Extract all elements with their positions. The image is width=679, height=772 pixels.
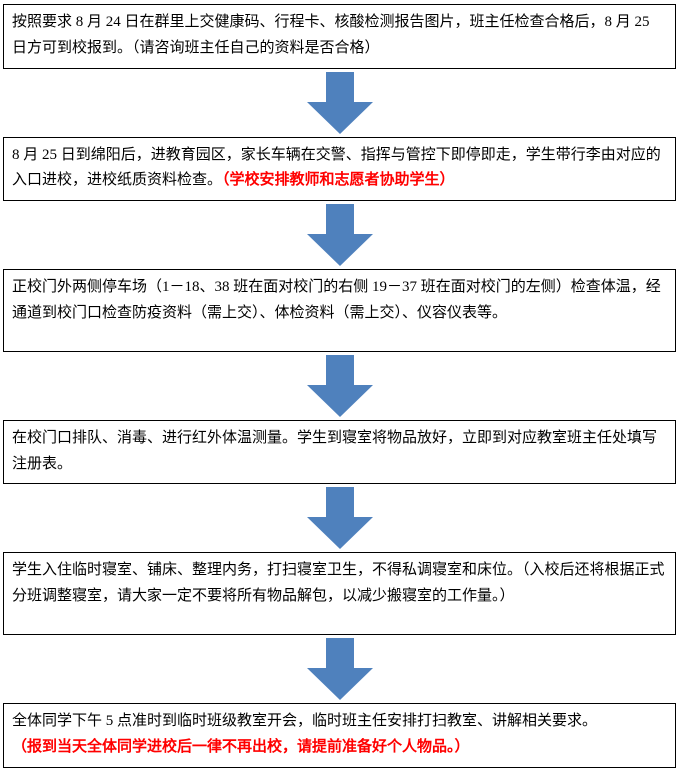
step-text: 全体同学下午 5 点准时到临时班级教室开会，临时班主任安排打扫教室、讲解相关要求… xyxy=(12,712,598,729)
flow-step-6: 全体同学下午 5 点准时到临时班级教室开会，临时班主任安排打扫教室、讲解相关要求… xyxy=(3,702,676,768)
down-arrow xyxy=(306,204,373,267)
flow-step-4: 在校门口排队、消毒、进行红外体温测量。学生到寝室将物品放好，立即到对应教室班主任… xyxy=(3,419,676,485)
step-text: 正校门外两侧停车场（1－18、38 班在面对校门的右侧 19－37 班在面对校门… xyxy=(12,279,661,321)
step-text: 8 月 25 日到绵阳后，进教育园区，家长车辆在交警、指挥与管控下即停即走，学生… xyxy=(12,146,661,189)
down-arrow xyxy=(306,487,373,550)
flow-step-1: 按照要求 8 月 24 日在群里上交健康码、行程卡、核酸检测报告图片，班主任检查… xyxy=(3,4,676,69)
down-arrow-shape xyxy=(306,637,373,700)
down-arrow-shape xyxy=(306,71,373,134)
down-arrow-shape xyxy=(306,487,373,550)
step-text: 在校门口排队、消毒、进行红外体温测量。学生到寝室将物品放好，立即到对应教室班主任… xyxy=(12,429,658,472)
down-arrow-shape xyxy=(306,354,373,417)
down-arrow xyxy=(306,354,373,417)
step-emphasis-text: （报到当天全体同学进校后一律不再出校，请提前准备好个人物品。） xyxy=(12,738,470,755)
down-arrow-shape xyxy=(306,204,373,267)
step-emphasis-text: （学校安排教师和志愿者协助学生） xyxy=(222,172,455,189)
flow-step-2: 8 月 25 日到绵阳后，进教育园区，家长车辆在交警、指挥与管控下即停即走，学生… xyxy=(3,136,676,202)
down-arrow xyxy=(306,71,373,134)
down-arrow xyxy=(306,637,373,700)
flow-step-5: 学生入住临时寝室、铺床、整理内务，打扫寝室卫生，不得私调寝室和床位。（入校后还将… xyxy=(3,552,676,635)
step-text: 按照要求 8 月 24 日在群里上交健康码、行程卡、核酸检测报告图片，班主任检查… xyxy=(12,14,650,56)
flow-step-3: 正校门外两侧停车场（1－18、38 班在面对校门的右侧 19－37 班在面对校门… xyxy=(3,269,676,352)
step-text: 学生入住临时寝室、铺床、整理内务，打扫寝室卫生，不得私调寝室和床位。（入校后还将… xyxy=(12,562,665,605)
